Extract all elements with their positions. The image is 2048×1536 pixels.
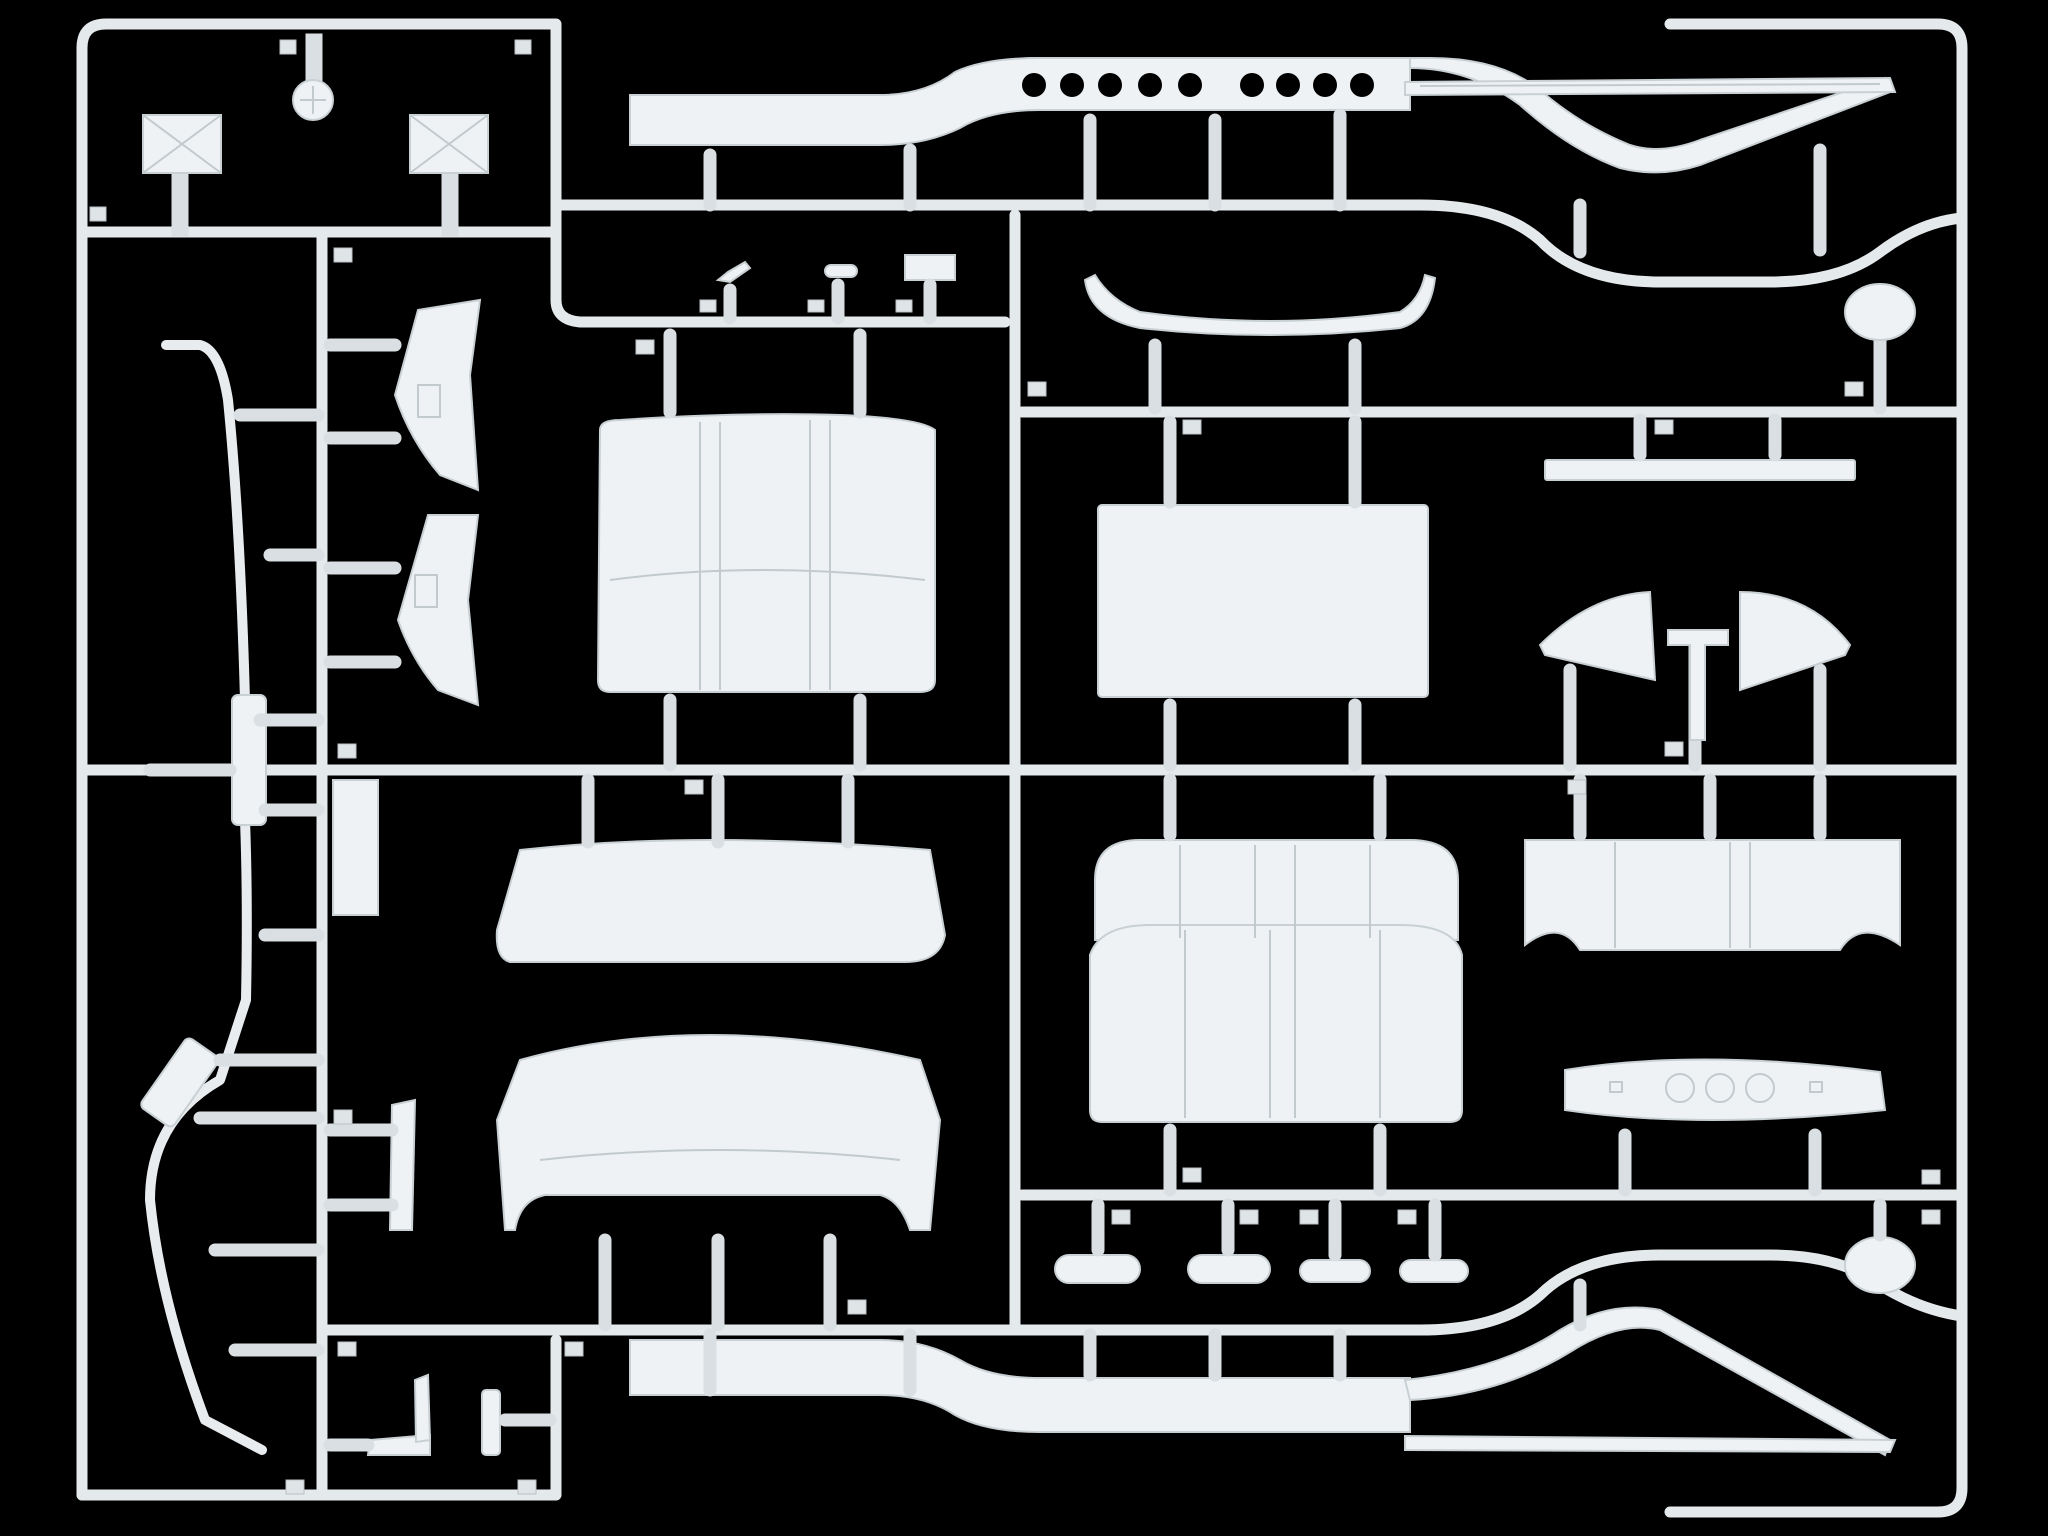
chassis-rail-bottom — [629, 1278, 1897, 1464]
seat-cushion-upper — [495, 773, 947, 963]
bumper-bar — [1027, 273, 1916, 415]
sprue-frame — [76, 18, 1968, 1518]
top-left-parts — [89, 33, 532, 237]
small-parts-bottom-left — [323, 1341, 584, 1495]
box-cross-icon — [142, 114, 222, 174]
seat-cushion-lower — [495, 1034, 942, 1332]
bar-and-wings — [1538, 413, 1856, 772]
chassis-rail-top — [629, 57, 1897, 259]
box-cross-icon — [409, 114, 489, 174]
dashboard-icon — [1564, 1058, 1941, 1197]
bench-seat-right — [1089, 773, 1463, 1197]
side-panels-left — [323, 247, 482, 1357]
seat-back-panel-right — [1524, 773, 1901, 951]
small-pads — [1054, 1198, 1941, 1294]
floor-panel — [1097, 415, 1429, 772]
clock-icon — [292, 79, 334, 121]
seat-back-top — [596, 254, 956, 772]
exhaust-pipe — [140, 340, 357, 1495]
